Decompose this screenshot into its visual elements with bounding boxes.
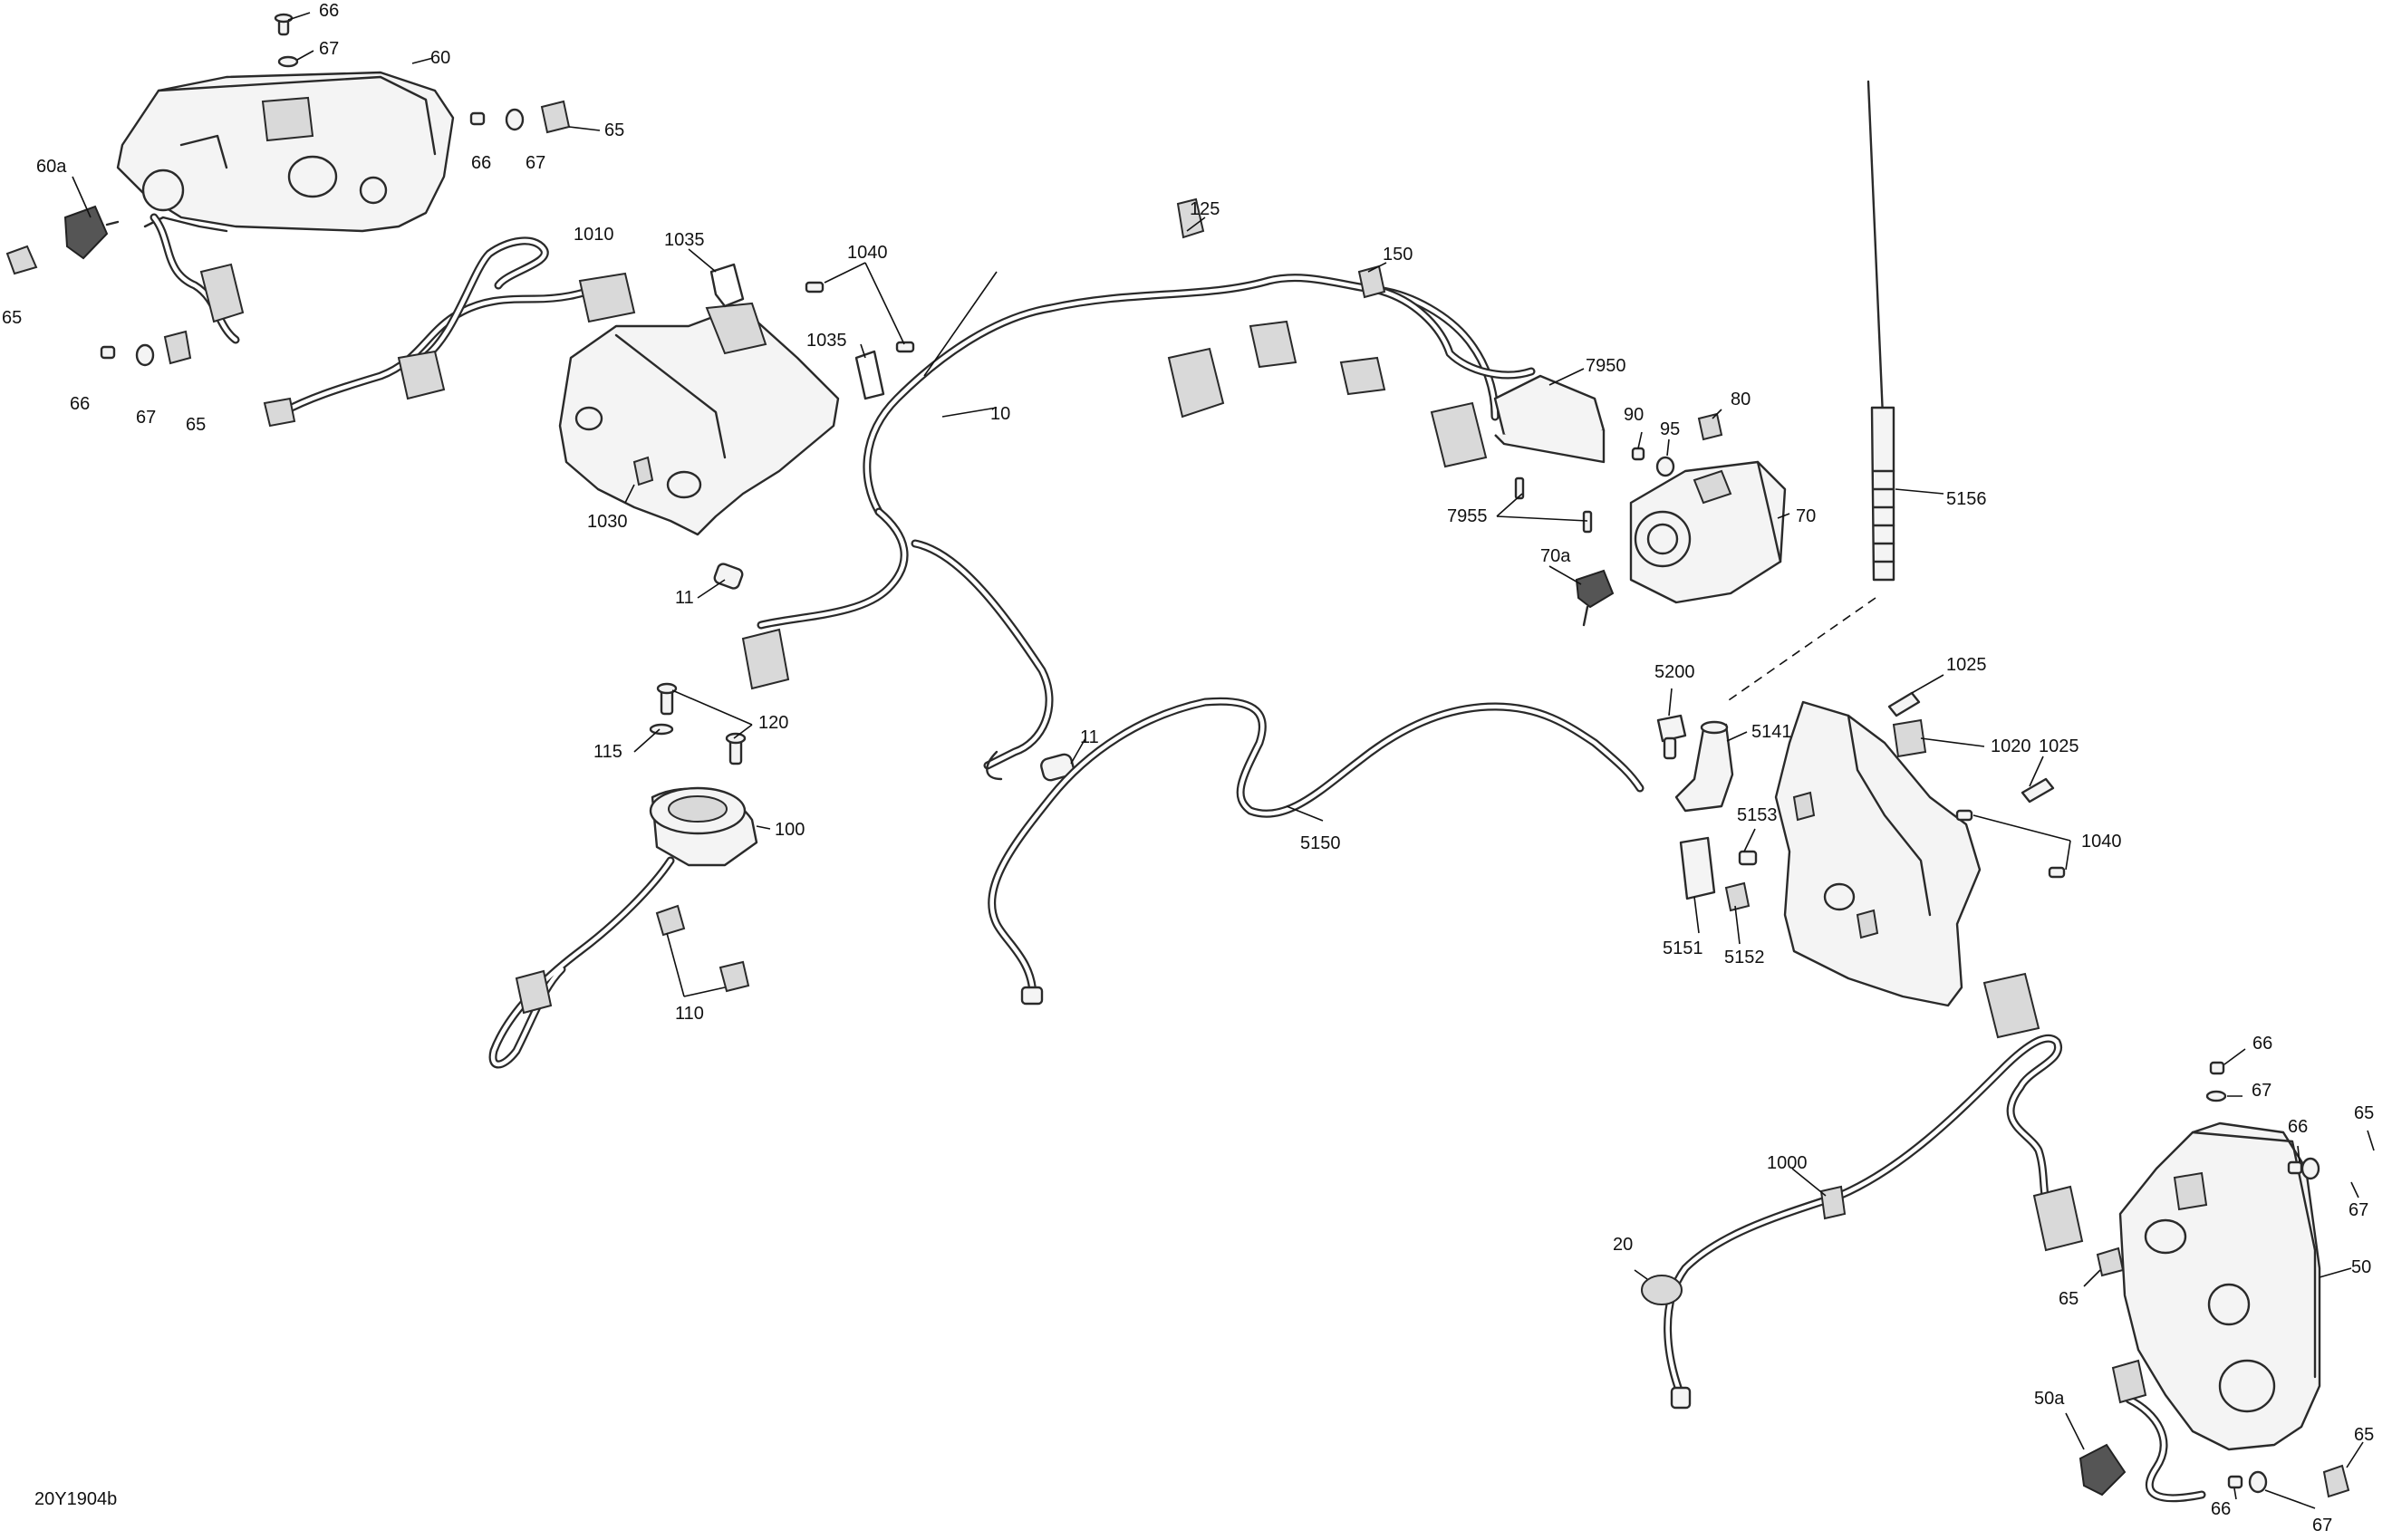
callout-1035: 1035: [806, 331, 847, 351]
callout-1025: 1025: [2039, 736, 2079, 756]
callout-90: 90: [1624, 405, 1644, 425]
callout-65: 65: [2059, 1289, 2079, 1309]
relay-7950: [1493, 374, 1606, 464]
callout-60a: 60a: [36, 157, 67, 177]
callout-120: 120: [758, 713, 788, 733]
callout-150: 150: [1383, 245, 1413, 265]
clip-1035-left: [709, 263, 745, 308]
bracket-1020: [1774, 700, 1982, 1007]
callout-67: 67: [526, 153, 545, 173]
callout-66: 66: [2288, 1117, 2308, 1137]
callout-1010: 1010: [574, 225, 614, 245]
antenna-5156: [1725, 80, 1895, 703]
callout-66: 66: [319, 1, 339, 21]
main-harness-10: [741, 197, 1536, 770]
plug-20: [1641, 1275, 1683, 1305]
bulb-50a: [2079, 1443, 2127, 1497]
callout-66: 66: [70, 394, 90, 414]
callout-67: 67: [319, 39, 339, 59]
leader-lines: [72, 12, 2375, 1509]
bulb-60a: [63, 205, 120, 260]
callout-60: 60: [430, 48, 450, 68]
callout-125: 125: [1190, 199, 1220, 219]
callout-65: 65: [2354, 1103, 2374, 1123]
bulb-70a: [1575, 569, 1615, 627]
callout-67: 67: [2252, 1081, 2271, 1101]
antenna-base-5141: [1674, 720, 1734, 813]
callout-5152: 5152: [1724, 948, 1765, 967]
callout-65: 65: [604, 120, 624, 140]
callout-100: 100: [775, 820, 805, 840]
callout-70: 70: [1796, 506, 1816, 526]
headlight-left: [116, 71, 455, 233]
bolt-5200: [1656, 714, 1687, 760]
headlight-right: [2111, 1121, 2321, 1503]
callout-66: 66: [2252, 1034, 2272, 1054]
callout-65: 65: [186, 415, 206, 435]
callout-67: 67: [2349, 1200, 2368, 1220]
callout-1000: 1000: [1767, 1153, 1808, 1173]
callout-5156: 5156: [1946, 489, 1987, 509]
callout-5153: 5153: [1737, 805, 1778, 825]
callout-5151: 5151: [1663, 938, 1703, 958]
drawing-code: 20Y1904b: [34, 1489, 117, 1509]
callout-50: 50: [2351, 1257, 2371, 1277]
clip-1035-mid: [854, 350, 885, 400]
callout-80: 80: [1731, 390, 1751, 409]
callout-65: 65: [2, 308, 22, 328]
callout-11: 11: [1080, 727, 1099, 747]
hardware-110-115-120: [649, 682, 750, 993]
callout-66: 66: [2211, 1499, 2231, 1519]
screws-1025-1040: [1887, 691, 2066, 879]
callout-10: 10: [990, 404, 1010, 424]
callout-1040: 1040: [2081, 832, 2122, 852]
callout-67: 67: [2312, 1516, 2332, 1535]
connector-5151-5152-5153: [1679, 836, 1758, 912]
callout-115: 115: [593, 742, 622, 762]
headlight-pigtail: [150, 213, 245, 344]
connector-11-lower: [986, 750, 1075, 782]
harness-1000: [1664, 972, 2084, 1410]
callout-20: 20: [1613, 1235, 1633, 1255]
callout-7955: 7955: [1447, 506, 1488, 526]
screws-1040: [805, 281, 915, 353]
callout-11: 11: [675, 588, 694, 608]
callout-5150: 5150: [1300, 833, 1341, 853]
hardware-bottom-right: [2098, 1063, 2350, 1498]
callout-1030: 1030: [587, 512, 628, 532]
horn-100: [488, 786, 758, 1069]
callout-70a: 70a: [1540, 546, 1571, 566]
callout-66: 66: [471, 153, 491, 173]
callout-5141: 5141: [1751, 722, 1792, 742]
callout-1040: 1040: [847, 243, 888, 263]
hardware-80-90-95: [1514, 412, 1723, 534]
callout-7950: 7950: [1586, 356, 1626, 376]
callout-1025: 1025: [1946, 655, 1987, 675]
callout-5200: 5200: [1654, 662, 1695, 682]
callout-50a: 50a: [2034, 1389, 2065, 1409]
socket-70: [1629, 460, 1787, 604]
bracket-1030: [558, 302, 840, 536]
callout-65: 65: [2354, 1425, 2374, 1445]
connector-11-upper: [713, 563, 744, 590]
callout-67: 67: [136, 408, 156, 428]
cable-5150: [988, 697, 1644, 1006]
callout-1035: 1035: [664, 230, 705, 250]
callout-1020: 1020: [1991, 736, 2031, 756]
callout-110: 110: [675, 1004, 704, 1024]
harness-1010: [263, 236, 636, 428]
callout-95: 95: [1660, 419, 1680, 439]
